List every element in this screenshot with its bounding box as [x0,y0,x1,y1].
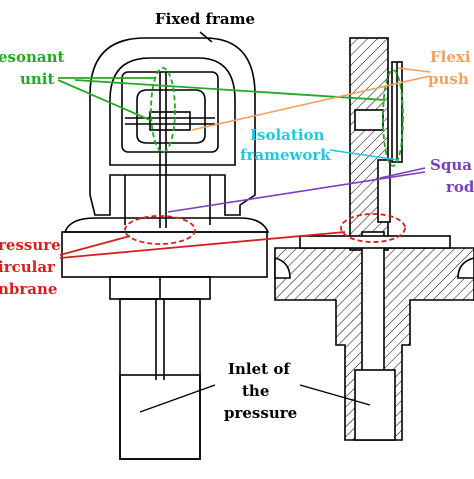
fixed-frame-outer [89,37,256,216]
leader-fixed-frame [199,31,213,43]
isolation-highlight [329,149,399,161]
resonant-ellipse-right [382,69,404,167]
leader-inlet-1 [139,384,216,413]
resonant-center [149,111,191,131]
label-flexi-2: push [428,70,469,88]
flange-right [457,257,474,279]
label-resonant-1: esonant [0,48,65,66]
inlet-bore [354,369,396,441]
resonant-inner [136,89,206,144]
label-square-2: rod [446,178,474,196]
resonant-unit-highlight [57,67,404,167]
label-resonant-2: unit [20,70,55,88]
leader-flexi-1 [397,67,431,73]
label-pressure-2: ircular [0,258,56,276]
lower-stem [119,298,201,460]
leader-pressure-2 [59,231,346,259]
label-isolation-2: framework [240,146,331,164]
left-sensor-view [61,37,270,460]
label-flexi-1: Flexi [430,48,471,66]
pressure-ellipse-left [124,215,196,245]
label-inlet-2: the [242,382,269,400]
leader-square-1 [379,167,426,179]
label-pressure-1: ressure [0,236,61,254]
flange-left [274,256,291,279]
resonant-ellipse-left [150,67,176,153]
fixed-frame-window [109,57,236,166]
leader-flexi-2 [191,75,431,131]
label-inlet-1: Inlet of [228,360,291,378]
leader-square-2 [167,171,426,213]
pressure-ellipse-right [340,213,406,243]
upper-plate-cutout [354,109,384,131]
square-rod [377,159,391,223]
leader-isolation [329,149,399,161]
label-pressure-3: nbrane [0,280,57,298]
label-fixed-frame: Fixed frame [155,10,255,28]
flexible-push-highlight [191,67,431,131]
leader-resonant-3 [74,79,386,101]
leader-pressure-1 [59,235,131,256]
label-inlet-3: pressure [224,404,297,422]
leader-inlet-2 [299,384,371,406]
leader-resonant-2 [57,79,151,121]
base-shoulder [63,217,270,233]
inlet-channel [361,231,385,373]
lower-stem-bottom [119,374,201,460]
right-section-view [274,37,474,441]
label-isolation-1: Isolation [250,126,325,144]
label-square-1: Squa [430,156,472,174]
pressure-highlight [59,213,406,259]
resonant-block [121,71,219,153]
square-rod-highlight [167,167,426,213]
